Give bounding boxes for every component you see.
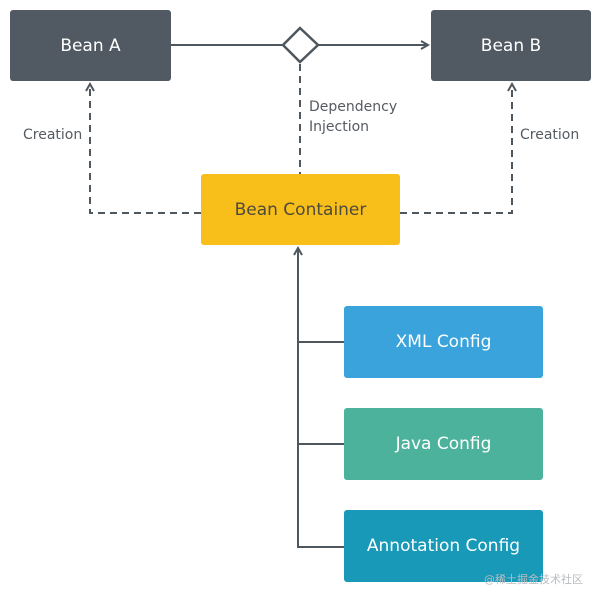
- creation-label-right: Creation: [520, 127, 580, 143]
- annotation-config-box: Annotation Config: [344, 510, 543, 582]
- bean-b-label: Bean B: [480, 35, 542, 56]
- bean-a-label: Bean A: [60, 35, 121, 56]
- xml-config-box: XML Config: [344, 306, 543, 378]
- dependency-diamond: [281, 26, 320, 64]
- bean-container-label: Bean Container: [234, 199, 367, 220]
- java-config-box: Java Config: [344, 408, 543, 480]
- bean-b-box: Bean B: [431, 10, 591, 81]
- creation-line-left: [90, 84, 201, 214]
- bean-a-box: Bean A: [10, 10, 171, 81]
- annotation-config-label: Annotation Config: [366, 536, 521, 556]
- dependency-injection-line1: Dependency: [309, 99, 398, 115]
- java-config-label: Java Config: [395, 434, 492, 454]
- dependency-injection-line2: Injection: [309, 119, 370, 135]
- watermark: @稀土掘金技术社区: [484, 573, 583, 586]
- xml-config-label: XML Config: [395, 332, 492, 352]
- creation-line-right: [400, 84, 512, 214]
- creation-label-left: Creation: [23, 127, 83, 143]
- bean-container-box: Bean Container: [201, 174, 400, 245]
- dependency-injection-label: Dependency Injection: [309, 97, 419, 137]
